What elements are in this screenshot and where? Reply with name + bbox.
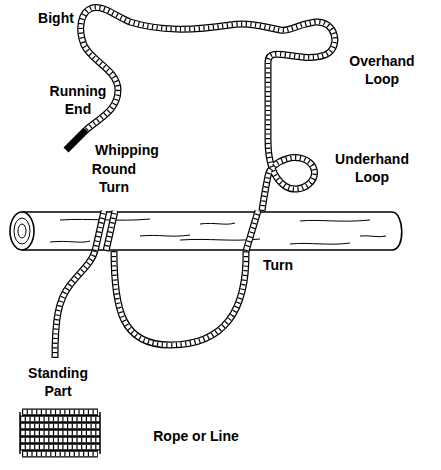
part-label: Bight xyxy=(38,9,74,27)
whipping-end xyxy=(66,130,86,150)
turn-wrap xyxy=(246,211,258,251)
part-label: Overhand Loop xyxy=(349,52,414,88)
part-label: Rope or Line xyxy=(153,427,239,445)
rope-coil xyxy=(20,412,100,454)
part-label: Round Turn xyxy=(92,160,136,196)
part-label: Running End xyxy=(50,82,107,118)
rope-u-part xyxy=(114,251,246,345)
round-turn-wraps xyxy=(95,211,115,251)
part-label: Whipping xyxy=(95,141,159,159)
rope xyxy=(20,7,335,454)
part-label: Turn xyxy=(263,256,293,274)
part-label: Underhand Loop xyxy=(335,150,409,186)
part-label: Standing Part xyxy=(28,364,88,400)
rope-upper-part xyxy=(81,7,335,211)
rope-standing-part xyxy=(55,251,95,358)
log xyxy=(10,212,402,250)
